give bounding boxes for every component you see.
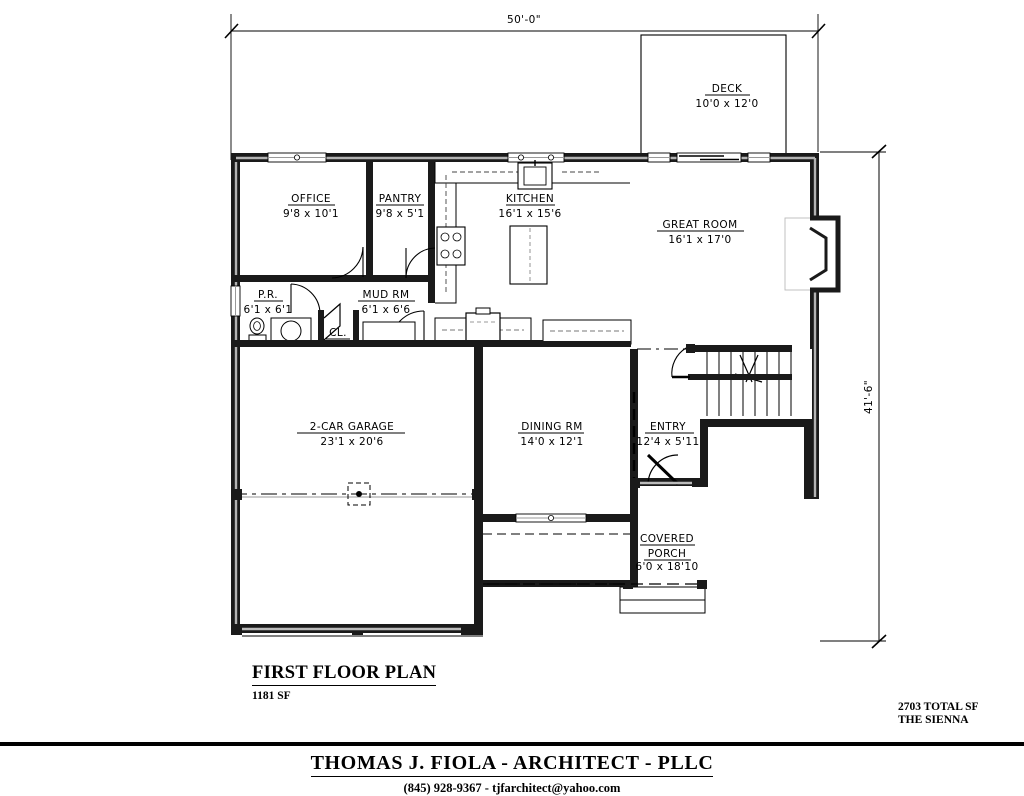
room-label-powder-room: P.R. xyxy=(258,289,278,301)
dimension-overall-depth-label: 41'-6" xyxy=(863,380,875,414)
footer-firm-name: THOMAS J. FIOLA - ARCHITECT - PLLC xyxy=(310,752,714,777)
door-entry xyxy=(646,453,680,486)
front-wall-segments xyxy=(630,478,708,488)
dimension-overall-depth xyxy=(820,144,887,649)
footer-contact: (845) 928-9367 - tjfarchitect@yahoo.com xyxy=(403,781,621,795)
room-label-mud-room: MUD RM xyxy=(363,289,410,301)
window-great-room-right xyxy=(747,152,771,163)
page-title: FIRST FLOOR PLAN xyxy=(252,663,437,686)
dimension-overall-width-label: 50'-0" xyxy=(507,14,541,26)
windows-top-wall xyxy=(267,152,771,163)
room-label-entry: ENTRY xyxy=(650,421,686,433)
dimension-overall-width xyxy=(224,14,826,160)
room-label-deck: DECK xyxy=(712,83,743,95)
great-room-counter xyxy=(542,319,632,345)
powder-room-fixtures xyxy=(248,317,312,345)
window-powder-room xyxy=(230,285,241,317)
total-area: 2703 TOTAL SF xyxy=(898,701,979,713)
garage-door xyxy=(231,624,483,637)
window-great-room-left xyxy=(647,152,671,163)
room-label-covered-porch-2: PORCH xyxy=(648,548,687,560)
total-area-block: 2703 TOTAL SF THE SIENNA xyxy=(898,701,979,727)
room-size-garage: 23'1 x 20'6 xyxy=(320,436,383,448)
room-label-pantry: PANTRY xyxy=(379,193,422,205)
door-closet xyxy=(323,302,341,341)
room-size-great-room: 16'1 x 17'0 xyxy=(668,234,731,246)
dining-window xyxy=(515,513,587,523)
plan-area: 1181 SF xyxy=(252,690,291,702)
kitchen-counters xyxy=(434,160,630,304)
door-stairs xyxy=(671,347,690,379)
porch-roof-dashed xyxy=(483,533,630,585)
room-size-covered-porch: 6'0 x 18'10 xyxy=(635,561,698,573)
plan-title-block: FIRST FLOOR PLAN 1181 SF xyxy=(252,663,437,702)
door-powder-room xyxy=(290,283,321,314)
door-office xyxy=(331,246,364,279)
room-size-pantry: 9'8 x 5'1 xyxy=(376,208,425,220)
room-size-entry: 12'4 x 5'11 xyxy=(636,436,699,448)
room-label-dining-room: DINING RM xyxy=(521,421,582,433)
staircase xyxy=(686,344,812,419)
room-label-great-room: GREAT ROOM xyxy=(662,219,737,231)
interior-walls-upper xyxy=(231,162,435,303)
model-name: THE SIENNA xyxy=(898,714,969,726)
garage-centerline xyxy=(231,482,483,506)
room-label-garage: 2-CAR GARAGE xyxy=(310,421,394,433)
room-size-kitchen: 16'1 x 15'6 xyxy=(498,208,561,220)
room-size-office: 9'8 x 10'1 xyxy=(283,208,339,220)
room-deck xyxy=(640,34,787,159)
fireplace xyxy=(784,215,841,293)
window-office xyxy=(267,152,327,163)
room-size-mud-room: 6'1 x 6'6 xyxy=(362,304,411,316)
footer-rule-top xyxy=(0,742,1024,746)
mid-horizontal-wall xyxy=(231,340,631,347)
footer-block: THOMAS J. FIOLA - ARCHITECT - PLLC (845)… xyxy=(0,752,1024,796)
room-label-office: OFFICE xyxy=(291,193,331,205)
closet-walls xyxy=(318,310,359,346)
sliding-door-deck xyxy=(676,152,742,163)
porch-steps xyxy=(619,586,706,614)
room-size-deck: 10'0 x 12'0 xyxy=(695,98,758,110)
room-label-covered-porch: COVERED xyxy=(640,533,694,545)
window-kitchen xyxy=(507,152,565,163)
room-size-dining-room: 14'0 x 12'1 xyxy=(520,436,583,448)
room-label-kitchen: KITCHEN xyxy=(506,193,554,205)
porch-posts xyxy=(623,580,707,589)
room-size-powder-room: 6'1 x 6'1 xyxy=(244,304,293,316)
room-label-closet: CL. xyxy=(329,327,347,339)
door-pantry xyxy=(405,247,436,279)
